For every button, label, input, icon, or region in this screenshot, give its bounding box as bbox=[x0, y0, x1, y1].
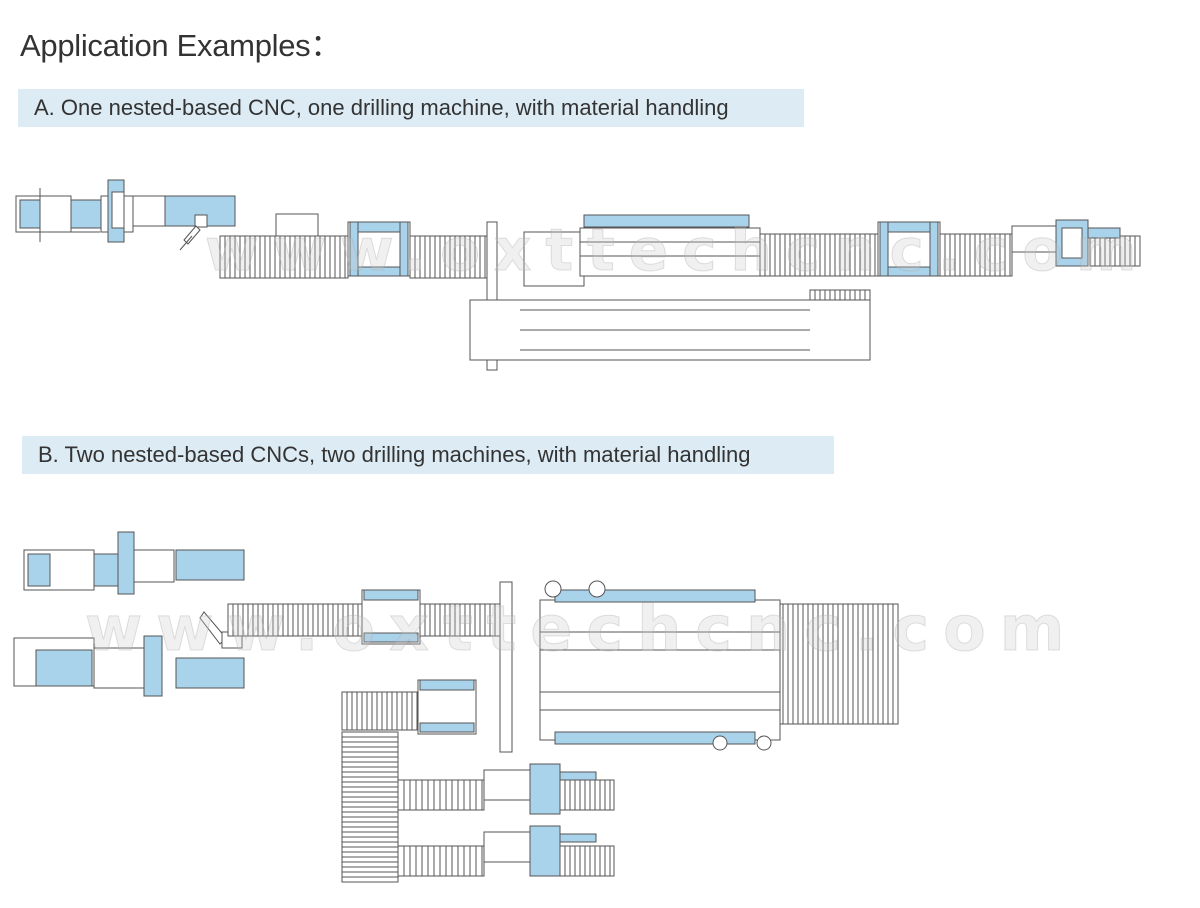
nested-cnc-machine-2 bbox=[13, 611, 245, 697]
nested-cnc-machine-1 bbox=[23, 531, 245, 595]
drilling-machine-1 bbox=[483, 763, 597, 815]
transfer-station-1 bbox=[275, 213, 411, 277]
section-b-label: B. Two nested-based CNCs, two drilling m… bbox=[22, 436, 834, 474]
page-title: Application Examples： bbox=[20, 28, 342, 63]
layout-diagram-b: www.oxttechcnc.com bbox=[0, 520, 1200, 890]
roller-conveyor-main bbox=[227, 603, 899, 883]
section-a-label: A. One nested-based CNC, one drilling ma… bbox=[18, 89, 804, 127]
nested-cnc-machine bbox=[15, 179, 236, 251]
drilling-machine bbox=[1011, 219, 1121, 267]
sorting-gantry bbox=[469, 214, 871, 371]
sorting-gantry bbox=[361, 580, 781, 753]
layout-diagram-a: www.oxttechcnc.com bbox=[0, 170, 1200, 385]
transfer-station-2 bbox=[877, 221, 941, 277]
drilling-machine-2 bbox=[483, 825, 597, 877]
